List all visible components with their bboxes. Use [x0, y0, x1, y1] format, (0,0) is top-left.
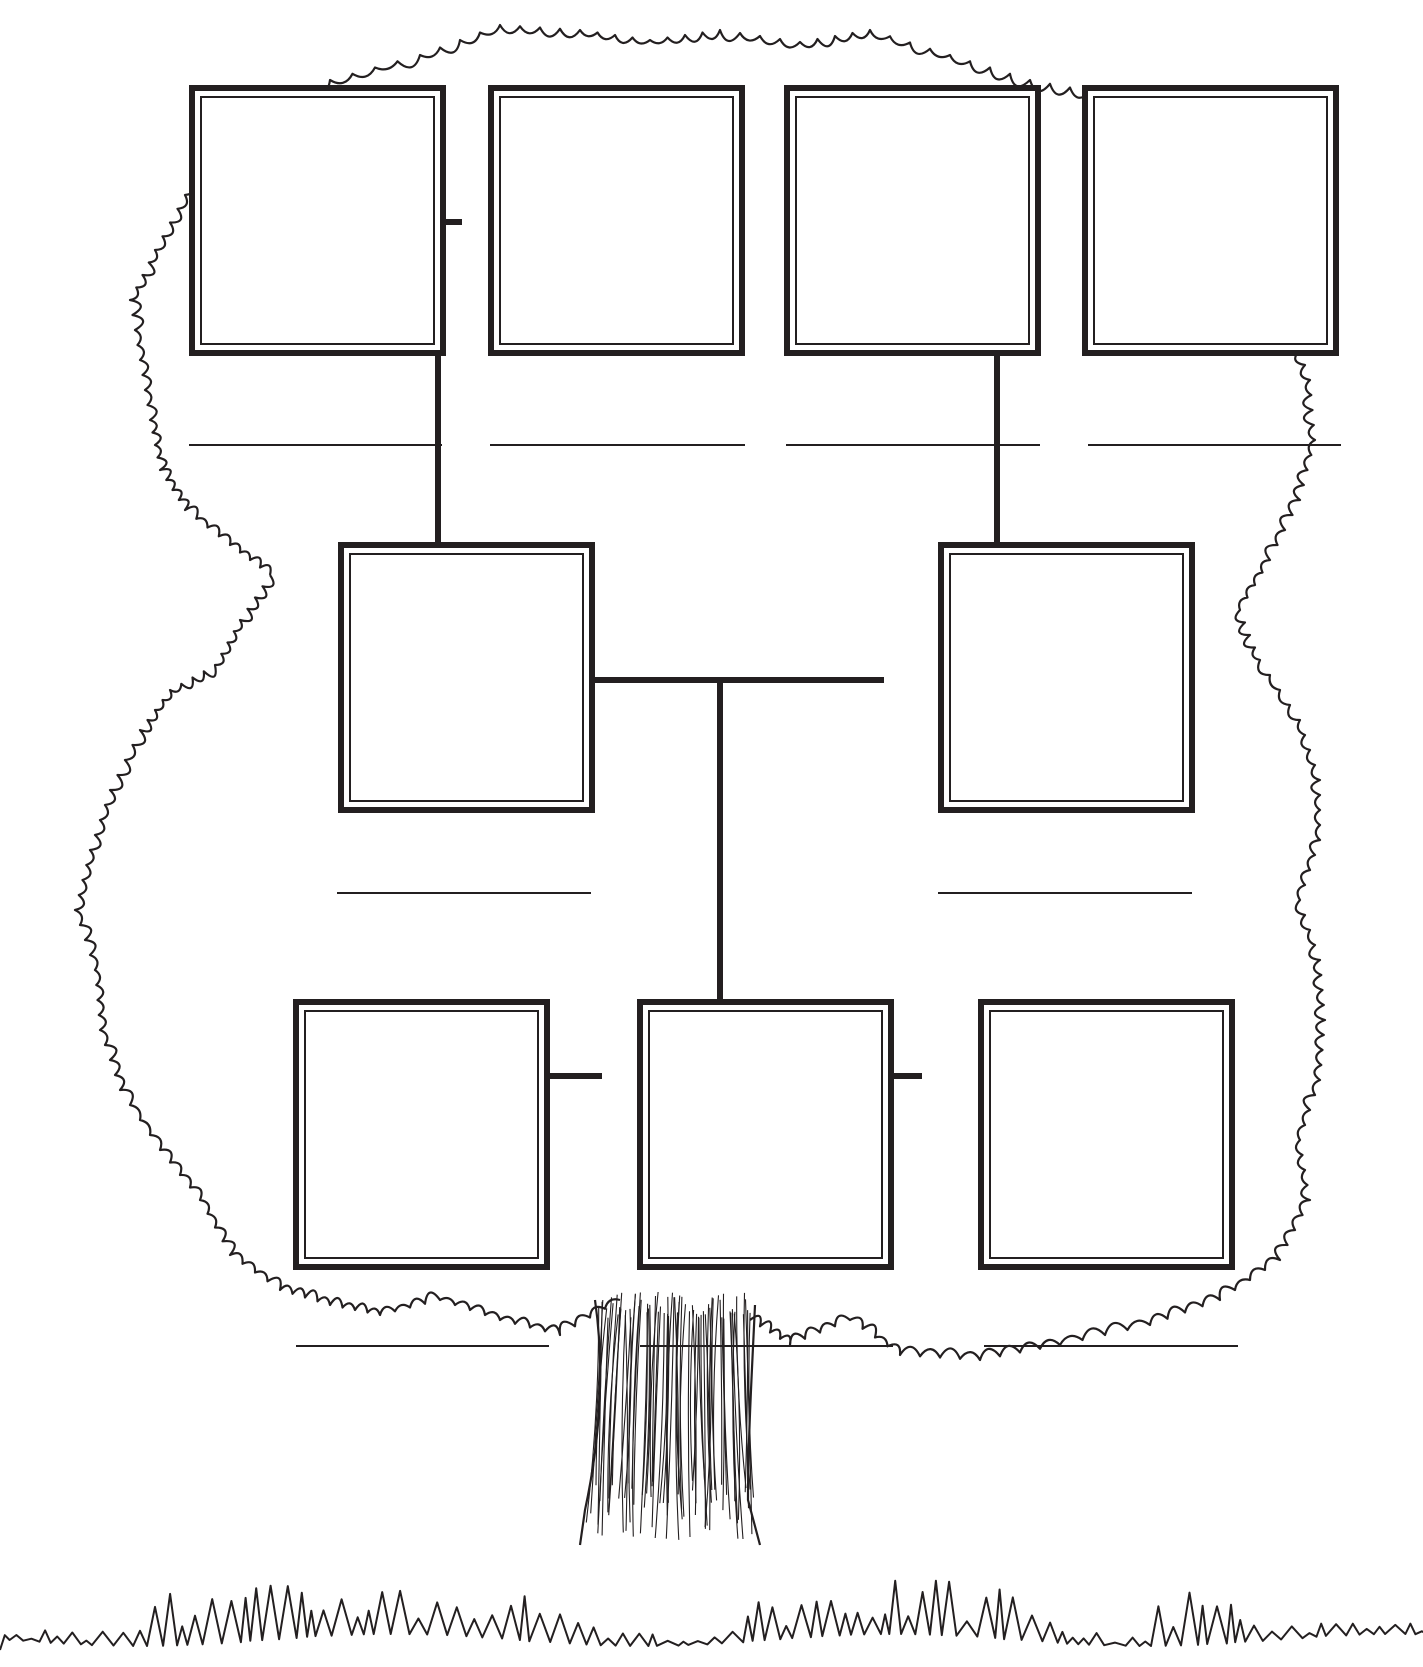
frame-border [491, 88, 742, 353]
photo-frame [640, 1002, 891, 1267]
bark-stroke [720, 1300, 722, 1485]
bark-stroke [612, 1309, 621, 1486]
frame-border [787, 88, 1038, 353]
grass-line [0, 1581, 1423, 1650]
frame-border [941, 545, 1192, 810]
bark-stroke [714, 1295, 719, 1489]
photo-frame [296, 1002, 547, 1267]
photo-frame [341, 545, 592, 810]
grass-icon [0, 1581, 1423, 1650]
frame-border [341, 545, 592, 810]
frame-border [1085, 88, 1336, 353]
photo-frame [941, 545, 1192, 810]
frame-border [640, 1002, 891, 1267]
frame-border [192, 88, 443, 353]
photo-frame [1085, 88, 1336, 353]
bark-stroke [690, 1310, 693, 1481]
frame-border [981, 1002, 1232, 1267]
photo-frame [981, 1002, 1232, 1267]
frame-border [296, 1002, 547, 1267]
tree-trunk-icon [580, 1292, 760, 1545]
photo-frame [192, 88, 443, 353]
bark-stroke [625, 1315, 627, 1531]
bark-stroke [703, 1311, 705, 1529]
photo-frame [787, 88, 1038, 353]
photo-frame [491, 88, 742, 353]
